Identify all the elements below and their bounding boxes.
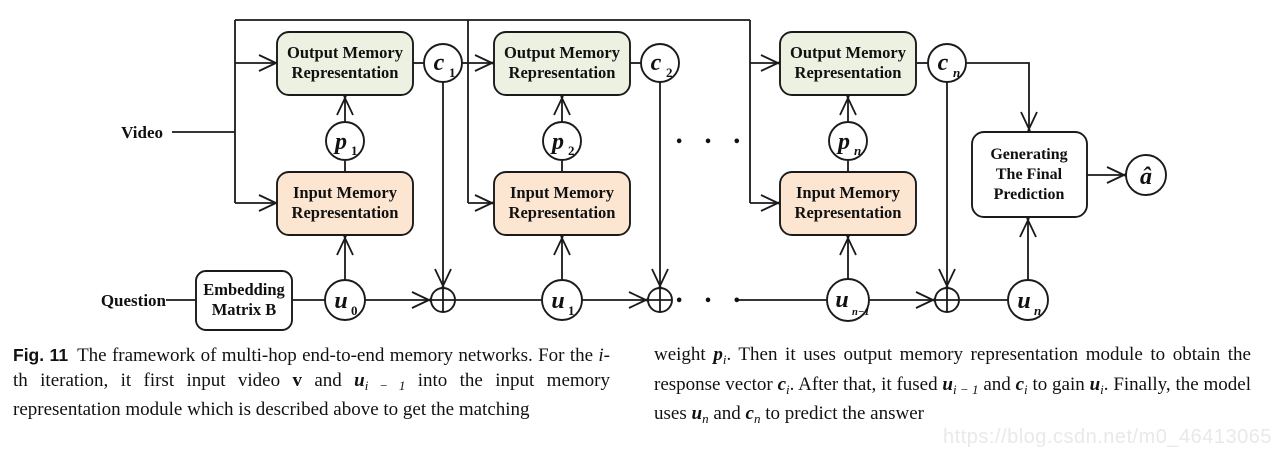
hop-2: Output Memory Representation Input Memor… — [493, 31, 680, 236]
svg-text:â: â — [1140, 164, 1152, 190]
input-memory-box-2 — [493, 171, 631, 236]
node-un — [1007, 279, 1049, 321]
svg-text:Input Memory: Input Memory — [796, 183, 901, 202]
svg-text:Representation: Representation — [795, 203, 902, 222]
svg-text:n: n — [854, 143, 861, 158]
node-pn — [828, 121, 868, 161]
svg-text:u: u — [835, 287, 848, 313]
svg-text:Embedding: Embedding — [203, 280, 285, 299]
node-un-1 — [826, 278, 870, 322]
svg-text:n−1: n−1 — [852, 307, 869, 318]
svg-text:1: 1 — [449, 65, 456, 80]
node-p2 — [542, 121, 582, 161]
svg-text:n: n — [1034, 303, 1041, 318]
svg-text:2: 2 — [666, 65, 673, 80]
output-memory-box-2 — [493, 31, 631, 96]
svg-text:n: n — [953, 65, 960, 80]
node-c1 — [423, 43, 463, 83]
caption-right-column: weight pi. Then it uses output memory re… — [654, 344, 1251, 426]
node-u0 — [324, 279, 366, 321]
memory-network-diagram: Output Memory Representation Input Memor… — [101, 19, 1167, 331]
svg-text:1: 1 — [351, 143, 358, 158]
hop-n: Output Memory Representation Input Memor… — [779, 31, 967, 236]
svg-text:Matrix B: Matrix B — [212, 300, 277, 319]
input-memory-box-1-label: Input Memory — [293, 183, 398, 202]
svg-text:u: u — [334, 288, 347, 314]
adder-3 — [934, 287, 960, 313]
svg-text:Representation: Representation — [292, 203, 399, 222]
svg-text:u: u — [551, 288, 564, 314]
input-memory-box-n — [779, 171, 917, 236]
svg-text:Output Memory: Output Memory — [504, 43, 621, 62]
svg-text:2: 2 — [568, 143, 575, 158]
hop-1: Output Memory Representation Input Memor… — [276, 31, 463, 236]
svg-text:u: u — [1017, 288, 1030, 314]
node-cn — [927, 43, 967, 83]
ellipsis-top: • • • — [675, 135, 749, 150]
node-p1 — [325, 121, 365, 161]
output-memory-box-1-label: Output Memory — [287, 43, 404, 62]
svg-text:1: 1 — [568, 303, 575, 318]
node-answer — [1125, 154, 1167, 196]
video-label: Video — [121, 123, 163, 142]
svg-text:c: c — [651, 50, 662, 76]
output-memory-box-n — [779, 31, 917, 96]
output-memory-box-1 — [276, 31, 414, 96]
svg-text:c: c — [434, 50, 445, 76]
node-c2 — [640, 43, 680, 83]
question-label: Question — [101, 291, 167, 310]
svg-text:p: p — [333, 129, 347, 155]
svg-text:Representation: Representation — [509, 63, 616, 82]
embedding-matrix-box — [195, 270, 293, 331]
svg-text:Prediction: Prediction — [994, 186, 1065, 203]
svg-text:p: p — [550, 129, 564, 155]
svg-text:Representation: Representation — [292, 63, 399, 82]
svg-text:Representation: Representation — [509, 203, 616, 222]
adder-1 — [430, 287, 456, 313]
cn-to-prediction — [966, 62, 1038, 132]
svg-text:0: 0 — [351, 303, 358, 318]
connector-lines — [166, 19, 1127, 309]
svg-text:The Final: The Final — [996, 166, 1063, 183]
svg-text:Representation: Representation — [795, 63, 902, 82]
prediction-box — [971, 131, 1088, 218]
input-memory-box-1 — [276, 171, 414, 236]
svg-text:c: c — [938, 50, 949, 76]
node-u1 — [541, 279, 583, 321]
svg-text:Input Memory: Input Memory — [510, 183, 615, 202]
watermark: https://blog.csdn.net/m0_46413065 — [943, 426, 1272, 448]
adder-2 — [647, 287, 673, 313]
svg-text:Output Memory: Output Memory — [790, 43, 907, 62]
ellipsis-bottom: • • • — [675, 294, 749, 309]
svg-text:Generating: Generating — [990, 146, 1067, 163]
svg-text:p: p — [836, 129, 850, 155]
